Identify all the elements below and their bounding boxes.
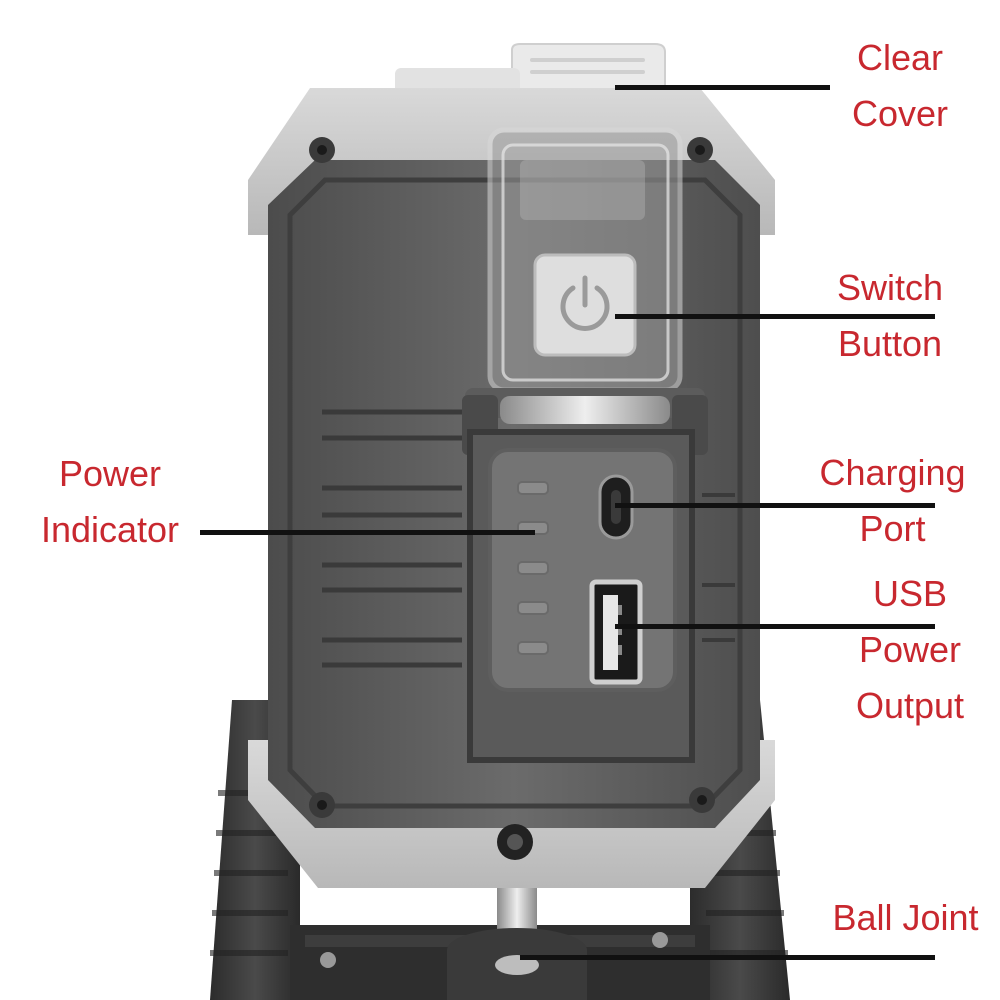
- ball-joint: [447, 880, 587, 1000]
- label-charging-port-line1: Charging: [819, 452, 966, 493]
- leader-line-ball-joint: [520, 955, 935, 960]
- leader-line-clear-cover: [615, 85, 830, 90]
- leader-line-switch-button: [615, 314, 935, 319]
- label-ball-joint-line1: Ball Joint: [832, 897, 979, 938]
- label-power-indicator-line2: Indicator: [40, 509, 180, 550]
- label-power-indicator-line1: Power: [58, 453, 162, 494]
- leader-line-usb-power-output: [615, 624, 935, 629]
- label-usb-power-output-line2: Power: [858, 629, 962, 670]
- label-usb-power-output-line3: Output: [855, 685, 965, 726]
- label-switch-button-line1: Switch: [836, 267, 944, 308]
- power-indicator-leds: [517, 481, 549, 655]
- leader-line-power-indicator: [200, 530, 535, 535]
- label-usb-power-output: USB Power Output: [835, 566, 985, 734]
- power-icon: [560, 275, 610, 331]
- port-panel: [467, 429, 695, 763]
- label-usb-power-output-line1: USB: [872, 573, 948, 614]
- label-switch-button: Switch Button: [815, 260, 965, 372]
- switch-button: [533, 253, 637, 357]
- label-clear-cover-line2: Cover: [851, 93, 949, 134]
- label-ball-joint: Ball Joint: [818, 890, 993, 946]
- label-charging-port-line2: Port: [859, 508, 926, 549]
- label-charging-port: Charging Port: [805, 445, 980, 557]
- vent-slots: [702, 493, 735, 642]
- label-power-indicator: Power Indicator: [20, 446, 200, 558]
- leader-line-charging-port: [615, 503, 935, 508]
- label-clear-cover-line1: Clear: [856, 37, 944, 78]
- label-clear-cover: Clear Cover: [835, 30, 965, 142]
- screws: [309, 137, 715, 860]
- usb-a-port-icon: [589, 579, 643, 685]
- label-switch-button-line2: Button: [837, 323, 943, 364]
- side-grooves: [322, 409, 462, 668]
